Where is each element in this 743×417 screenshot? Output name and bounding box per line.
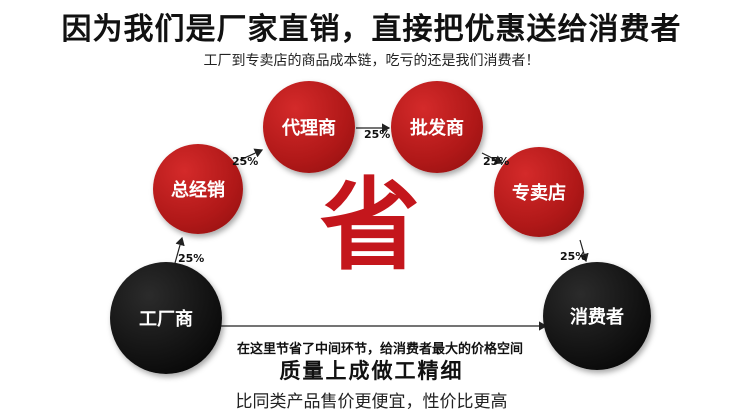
page-title: 因为我们是厂家直销，直接把优惠送给消费者 — [61, 12, 682, 47]
percent-label: 25% — [483, 155, 510, 168]
node-distributor: 总经销 — [153, 144, 243, 234]
node-wholesaler: 批发商 — [391, 81, 483, 173]
percent-label: 25% — [560, 250, 587, 263]
percent-label: 25% — [364, 128, 391, 141]
quality-text: 质量上成做工精细 — [279, 359, 464, 383]
saving-note: 在这里节省了中间环节，给消费者最大的价格空间 — [236, 342, 523, 357]
center-character: 省 — [320, 166, 420, 284]
value-text: 比同类产品售价更便宜，性价比更高 — [235, 392, 508, 412]
arrow-wholesaler-store — [481, 152, 504, 165]
percent-label: 25% — [232, 155, 259, 168]
page-subtitle: 工厂到专卖店的商品成本链，吃亏的还是我们消费者！ — [203, 53, 540, 69]
percent-label: 25% — [178, 252, 205, 265]
arrow-store-consumer — [579, 239, 589, 263]
node-factory: 工厂商 — [110, 262, 222, 374]
arrow-distributor-agent — [239, 148, 264, 161]
node-store: 专卖店 — [494, 147, 584, 237]
node-agent: 代理商 — [263, 81, 355, 173]
node-consumer: 消费者 — [543, 262, 651, 370]
arrow-factory-distributor — [174, 236, 185, 264]
